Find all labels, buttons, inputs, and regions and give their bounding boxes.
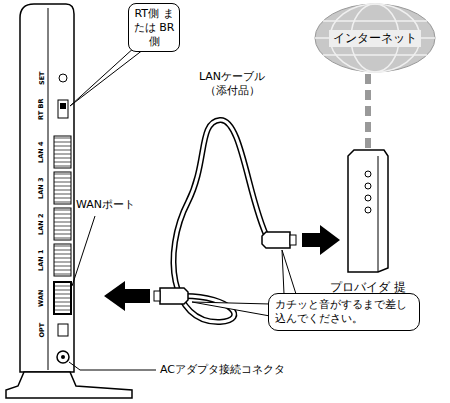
lan-port [54,136,71,168]
part-label: WANポート [76,198,135,212]
set-button [59,74,67,82]
callout-node: RT側 または BR側 [128,3,180,52]
leader-line [69,362,156,370]
globe [315,4,435,72]
node-text: インターネット [329,30,421,47]
wan-port [54,282,71,314]
ac-connector [57,351,69,363]
provider-device [330,148,402,274]
port-label: LAN 1 [39,249,46,270]
lan-plug [160,288,188,304]
lan-plug [262,232,290,248]
globe-parallel [323,54,427,56]
device-edge [378,156,379,272]
port-label: LAN 4 [39,141,46,162]
opt-port [58,324,68,336]
part-label: ACアダプタ接続コネクタ [160,363,285,377]
lan-port [54,208,71,240]
bubble-pointer [282,250,296,294]
mode-switch-knob [60,103,66,109]
dashed-link [365,74,371,148]
device-frame [330,148,406,274]
lan-port [54,244,71,276]
callout-tail [70,46,148,106]
leader-line [72,216,95,286]
node-text: カチッと音がするまで差し込んでください。 [275,298,413,326]
ac-connector-pin [61,355,65,359]
port-label: LAN 2 [39,213,46,234]
insert-arrow [104,281,150,311]
node-text: RT側 または BR側 [131,7,177,48]
device-lamp [365,195,371,201]
router-stand [6,372,132,398]
device-lamp [365,207,371,213]
router-body [20,4,74,372]
port-label: WAN [39,289,46,306]
port-label: SET [39,71,46,85]
globe-node: インターネット [313,2,437,74]
bubble-node: カチッと音がするまで差し込んでください。 [268,293,420,331]
device-node: プロバイダ 提供機器 [330,148,406,310]
port-label: RT BR [39,98,46,119]
part-label: LANケーブル （添付品） [190,70,274,98]
router-panel-edge [48,8,49,370]
device-lamp [365,183,371,189]
lan-plug-tip [154,291,160,301]
lan-port [54,172,71,204]
globe-meridian [330,4,420,72]
globe-parallel [323,20,427,22]
lan-plug-tip [290,235,296,245]
port-label: OPT [39,323,46,338]
device-body [348,150,388,272]
device-lamp [365,171,371,177]
mode-switch [58,100,68,118]
insert-arrow [302,225,340,255]
bubble-pointer [192,302,270,316]
port-label: LAN 3 [39,177,46,198]
